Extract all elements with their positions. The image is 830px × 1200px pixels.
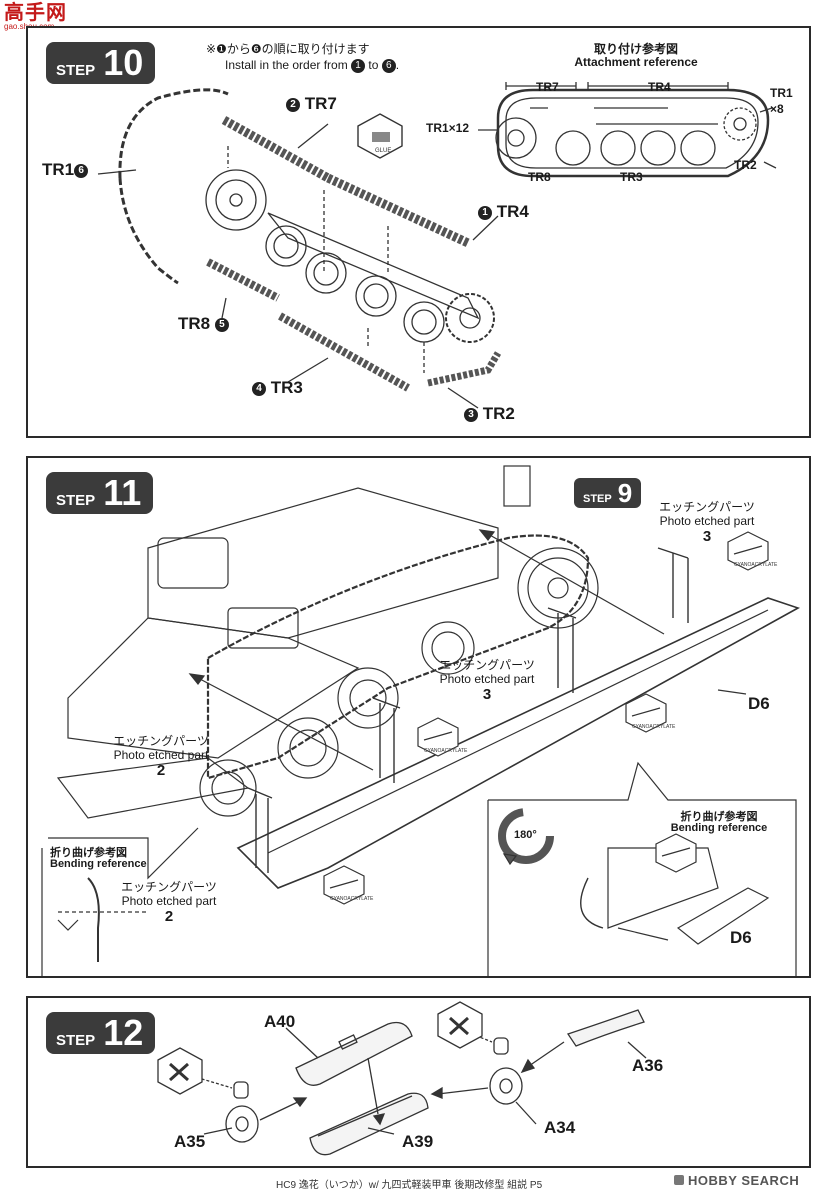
track-assembly-drawing: GLUE: [97, 82, 777, 409]
pe3-mid-en: Photo etched part: [439, 672, 535, 686]
rotate-180-label: 180°: [514, 829, 537, 841]
cutter-icon: [157, 1047, 203, 1095]
part-d6-top: D6: [748, 694, 770, 713]
cutter-icon: [437, 1001, 483, 1049]
pe3-mid-num: 3: [482, 686, 492, 703]
ref-tr8: TR8: [528, 170, 551, 184]
ref-tr3: TR3: [620, 170, 643, 184]
part-a34: A34: [544, 1118, 576, 1137]
attachment-reference-title-jp: 取り付け参考図: [593, 42, 678, 56]
install-order-note-en: Install in the order from 1 to 6.: [225, 58, 400, 73]
step-word: STEP: [56, 1032, 96, 1049]
step-number: 10: [103, 42, 144, 83]
step-9-reference-badge: STEP 9: [574, 478, 642, 508]
hobby-search-brand: HOBBY SEARCH: [674, 1173, 799, 1188]
step-word: STEP: [56, 492, 96, 509]
step-number: 11: [103, 472, 142, 513]
pe2-left-num: 2: [156, 762, 166, 779]
exhaust-muffler-drawing: [157, 1001, 647, 1156]
step-10-panel: STEP 10 ※❶から❻の順に取り付けます Install in the or…: [26, 26, 811, 438]
callout-tr8: TR8 5: [178, 314, 229, 334]
bending-ref-right-jp: 折り曲げ参考図: [680, 811, 758, 823]
part-a39: A39: [402, 1132, 434, 1151]
step-10-badge: STEP 10: [46, 42, 156, 84]
callout-tr3: 4 TR3: [252, 378, 303, 398]
step-12-panel: STEP 12: [26, 996, 811, 1168]
part-a35: A35: [174, 1132, 206, 1151]
pe3-top-en: Photo etched part: [659, 514, 755, 528]
step-12-badge: STEP 12: [46, 1012, 156, 1054]
part-d6-bottom: D6: [730, 928, 752, 947]
pe2-box-jp: エッチングパーツ: [121, 880, 217, 894]
ref-tr1: TR1: [770, 86, 793, 100]
step-word: STEP: [56, 62, 96, 79]
step-11-badge: STEP 11: [46, 472, 154, 514]
glue-label: CYANOACRYLATE: [330, 896, 374, 902]
page-footer: HC9 逸花（いつか）w/ 九四式軽装甲車 後期改修型 組説 P5 HOBBY …: [0, 1172, 830, 1194]
step-number: 12: [103, 1012, 144, 1053]
callout-tr7: 2 TR7: [286, 94, 337, 114]
ref-tr4: TR4: [648, 80, 671, 94]
pe2-box-en: Photo etched part: [121, 894, 217, 908]
part-a40: A40: [264, 1012, 296, 1031]
ref-tr2: TR2: [734, 158, 757, 172]
callout-tr4: 1 TR4: [478, 202, 529, 222]
callout-tr2: 3 TR2: [464, 404, 515, 424]
step-11-panel: STEP 11 STEP 9: [26, 456, 811, 978]
attachment-reference-title-en: Attachment reference: [574, 55, 698, 69]
fender-etched-parts-drawing: CYANOACRYLATE CYANOACRYLATE CYANOACRYLAT…: [41, 465, 800, 976]
pe2-left-jp: エッチングパーツ: [113, 734, 209, 748]
pe3-mid-jp: エッチングパーツ: [439, 658, 535, 672]
pe2-left-en: Photo etched part: [113, 748, 209, 762]
pe3-top-num: 3: [702, 528, 712, 545]
pe2-box-num: 2: [164, 908, 174, 925]
ref-x8: ×8: [770, 102, 784, 116]
part-a36: A36: [632, 1056, 664, 1075]
brand-mark-icon: [674, 1175, 684, 1185]
bending-ref-right-en: Bending reference: [670, 822, 768, 834]
install-order-note-jp: ※❶から❻の順に取り付けます: [206, 42, 370, 56]
bending-ref-left-jp: 折り曲げ参考図: [50, 847, 127, 859]
glue-label: CYANOACRYLATE: [424, 748, 468, 754]
footer-caption: HC9 逸花（いつか）w/ 九四式軽装甲車 後期改修型 組説 P5: [276, 1180, 543, 1191]
glue-label: CYANOACRYLATE: [734, 562, 778, 568]
ref-tr7: TR7: [536, 80, 559, 94]
ref-tr1x12: TR1×12: [426, 121, 470, 135]
pe3-top-jp: エッチングパーツ: [659, 500, 755, 514]
glue-icon: GLUE: [357, 113, 403, 159]
glue-icon-text: GLUE: [375, 148, 391, 154]
watermark-main: 高手网: [4, 0, 67, 24]
bending-ref-left-en: Bending reference: [50, 858, 147, 870]
glue-label: CYANOACRYLATE: [632, 724, 676, 730]
